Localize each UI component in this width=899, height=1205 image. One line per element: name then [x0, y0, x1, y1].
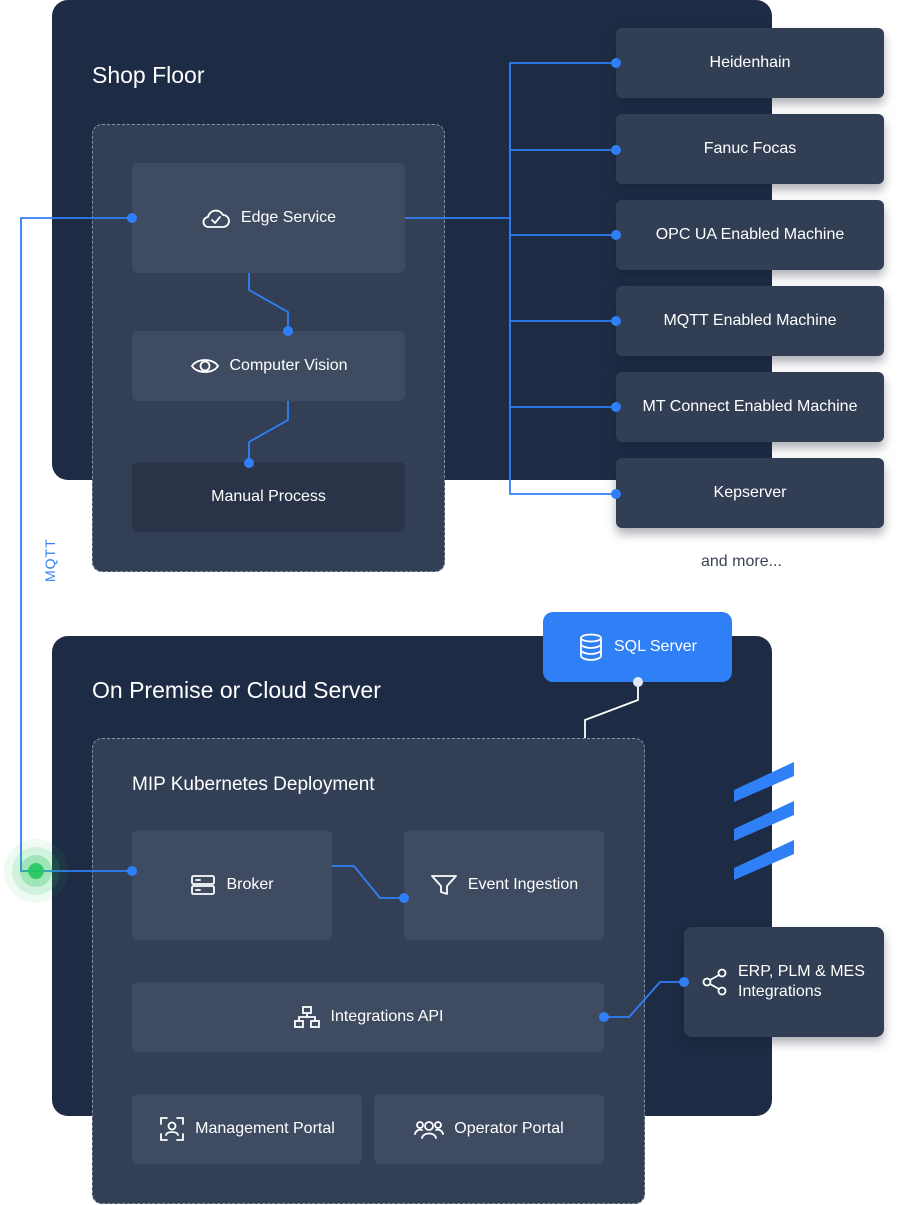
- manual-process-node[interactable]: Manual Process: [132, 462, 405, 532]
- management-portal-label: Management Portal: [195, 1120, 335, 1137]
- cloud-check-icon: [201, 207, 231, 229]
- server-icon: [190, 874, 216, 896]
- broker-node[interactable]: Broker: [132, 830, 332, 940]
- computer-vision-node[interactable]: Computer Vision: [132, 331, 405, 401]
- mqtt-link-label: MQTT: [42, 538, 58, 582]
- operator-portal-node[interactable]: Operator Portal: [374, 1094, 604, 1164]
- computer-vision-label: Computer Vision: [229, 357, 348, 374]
- machine-label: Kepserver: [713, 484, 787, 501]
- management-portal-node[interactable]: Management Portal: [132, 1094, 362, 1164]
- manual-process-label: Manual Process: [211, 488, 326, 505]
- machine-label: Fanuc Focas: [703, 140, 797, 157]
- machine-mt-connect[interactable]: MT Connect Enabled Machine: [616, 372, 884, 442]
- event-ingestion-node[interactable]: Event Ingestion: [404, 830, 604, 940]
- machine-heidenhain[interactable]: Heidenhain: [616, 28, 884, 98]
- network-icon: [293, 1005, 321, 1029]
- machine-kepserver[interactable]: Kepserver: [616, 458, 884, 528]
- sql-server-label: SQL Server: [614, 638, 697, 655]
- machine-fanuc-focas[interactable]: Fanuc Focas: [616, 114, 884, 184]
- eye-icon: [190, 356, 220, 376]
- share-icon: [702, 968, 728, 996]
- server-title: On Premise or Cloud Server: [92, 677, 381, 703]
- users-icon: [414, 1117, 445, 1141]
- machine-opc-ua[interactable]: OPC UA Enabled Machine: [616, 200, 884, 270]
- shop-floor-title: Shop Floor: [92, 62, 205, 88]
- machine-label: MQTT Enabled Machine: [663, 312, 837, 329]
- machine-label: OPC UA Enabled Machine: [655, 226, 845, 243]
- erp-integrations-node[interactable]: ERP, PLM & MES Integrations: [684, 927, 884, 1037]
- user-focus-icon: [159, 1116, 185, 1142]
- kubernetes-title: MIP Kubernetes Deployment: [132, 774, 375, 795]
- filter-icon: [430, 873, 458, 897]
- edge-service-label: Edge Service: [240, 209, 337, 226]
- broker-label: Broker: [226, 876, 274, 893]
- sql-server-node[interactable]: SQL Server: [543, 612, 732, 682]
- machine-mqtt[interactable]: MQTT Enabled Machine: [616, 286, 884, 356]
- database-icon: [578, 633, 604, 661]
- machine-label: MT Connect Enabled Machine: [642, 398, 858, 415]
- operator-portal-label: Operator Portal: [454, 1120, 564, 1137]
- erp-label-line1: ERP, PLM & MES: [738, 963, 865, 980]
- erp-label-line2: Integrations: [738, 983, 822, 1000]
- edge-service-node[interactable]: Edge Service: [132, 163, 405, 273]
- event-ingestion-label: Event Ingestion: [467, 876, 579, 893]
- and-more-label: and more...: [701, 553, 782, 570]
- machine-label: Heidenhain: [709, 54, 791, 71]
- integrations-api-label: Integrations API: [330, 1008, 444, 1025]
- integrations-api-node[interactable]: Integrations API: [132, 982, 604, 1052]
